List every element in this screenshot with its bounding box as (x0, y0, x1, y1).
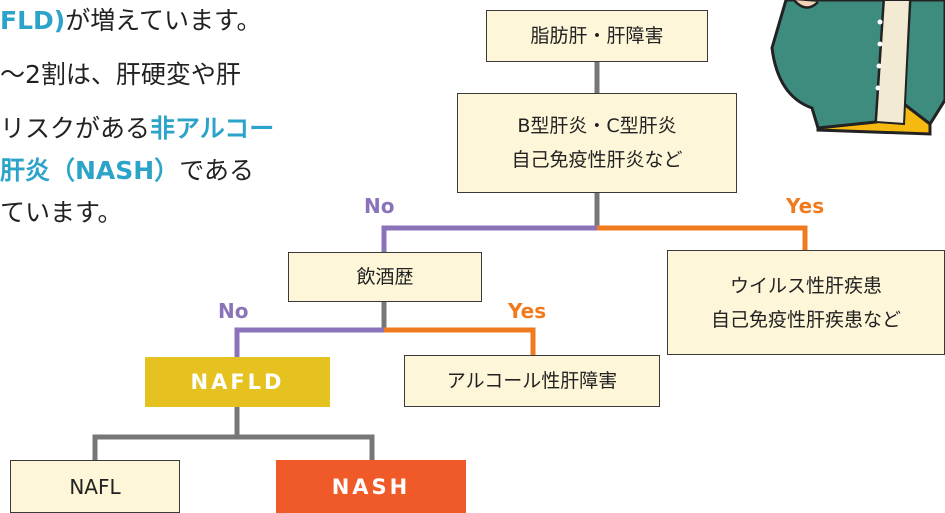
paragraph-line-3: リスクがある非アルコー (0, 114, 275, 143)
connector-nafld-branches (92, 434, 375, 460)
paragraph-line-2: ～2割は、肝硬変や肝 (0, 60, 241, 89)
cardigan-left (770, 0, 886, 130)
connector-q2-no (234, 327, 384, 357)
node-nash: NASH (276, 460, 466, 513)
label-no-2: No (218, 299, 249, 323)
connector-q1-no (381, 225, 597, 252)
paragraph-line-1: FLD)が増えています。 (0, 6, 262, 35)
hand-shape (793, 0, 819, 9)
highlight-text: 非アルコー (150, 114, 275, 143)
node-question-virus-autoimmune: B型肝炎・C型肝炎 自己免疫性肝炎など (457, 93, 737, 193)
highlight-text: 肝炎（NASH） (0, 156, 180, 185)
paragraph-line-5: ています。 (0, 198, 123, 227)
label-yes-1: Yes (786, 194, 825, 218)
node-nafld: NAFLD (145, 357, 330, 407)
connector-q2-yes (384, 327, 536, 355)
label-yes-2: Yes (508, 299, 547, 323)
node-root: 脂肪肝・肝障害 (486, 10, 708, 62)
cardigan-right (902, 0, 945, 127)
inner-shirt (874, 0, 912, 126)
highlight-text: FLD) (0, 6, 66, 35)
node-question-drinking: 飲酒歴 (288, 252, 482, 302)
node-viral-autoimmune-disease: ウイルス性肝疾患 自己免疫性肝疾患など (667, 250, 945, 355)
node-alcoholic-liver-disorder: アルコール性肝障害 (404, 355, 660, 407)
cardigan-buttons (875, 19, 883, 91)
paragraph-line-4: 肝炎（NASH）である (0, 156, 254, 185)
person-illustration (770, 0, 945, 136)
label-no-1: No (364, 194, 395, 218)
node-nafl: NAFL (10, 460, 180, 513)
connector-q1-yes (597, 225, 808, 250)
